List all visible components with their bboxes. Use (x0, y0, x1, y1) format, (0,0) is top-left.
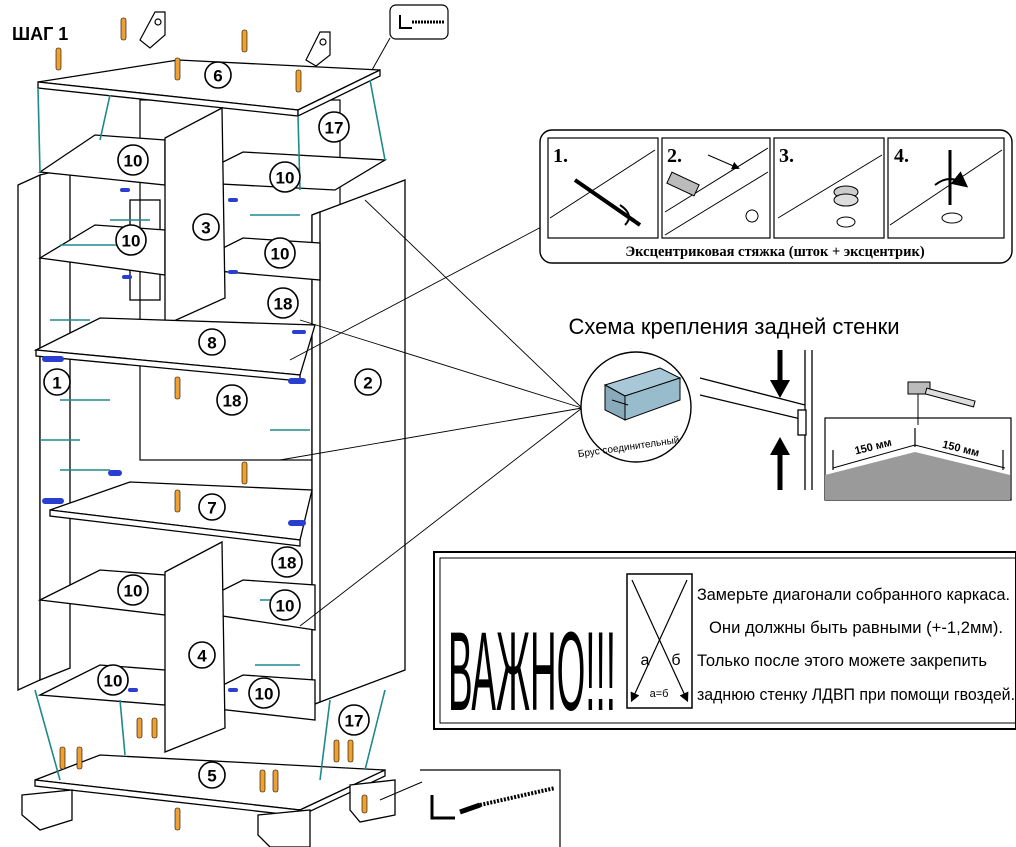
part-8-label: 8 (198, 328, 226, 356)
svg-text:10: 10 (104, 672, 123, 691)
part-10-label: 10 (264, 237, 296, 269)
guide-lines (34, 79, 386, 781)
left-side-panel-edge (17, 173, 41, 692)
diagonal-a-label: а (641, 652, 650, 669)
important-notice: ВАЖНО!!! а б а=б Замерьте диагонали собр… (433, 551, 1016, 734)
callout-lines (279, 199, 583, 627)
part-3-label: 3 (192, 213, 220, 241)
important-heading: ВАЖНО!!! (448, 609, 616, 734)
arrow-down-icon (770, 350, 790, 398)
svg-text:6: 6 (213, 67, 222, 86)
part-10-label: 10 (115, 224, 147, 256)
part-10-label: 10 (117, 574, 149, 606)
allen-key-top (371, 4, 449, 71)
svg-text:3.: 3. (779, 145, 794, 167)
part-17-top-label: 17 (318, 111, 350, 143)
step-title: ШАГ 1 (12, 24, 68, 44)
part-10-label: 10 (248, 677, 280, 709)
part-6-label: 6 (204, 61, 232, 89)
svg-text:7: 7 (207, 499, 216, 518)
eccentric-step-4: 4. (887, 137, 1005, 239)
back-panel-title: Схема крепления задней стенки (569, 314, 900, 339)
part-2-label: 2 (354, 368, 382, 396)
eccentric-step-2: 2. (661, 137, 771, 239)
nail-spacing-scheme: 150 мм 150 мм (824, 417, 1012, 501)
svg-text:5: 5 (207, 767, 216, 786)
wall-section (699, 350, 813, 490)
svg-text:10: 10 (276, 169, 295, 188)
eccentric-step-1: 1. (547, 137, 659, 239)
diagonal-equal-label: а=б (650, 688, 669, 700)
corner-bracket-icons (139, 11, 331, 67)
important-line-1: Замерьте диагонали собранного каркаса. (697, 585, 1010, 604)
svg-text:2.: 2. (667, 145, 682, 167)
part-10-label: 10 (269, 589, 301, 621)
part-17-bottom-label: 17 (338, 704, 370, 736)
part-10-label: 10 (97, 664, 129, 696)
diagonal-b-label: б (671, 652, 680, 669)
part-5-label: 5 (198, 761, 226, 789)
eccentric-step-3: 3. (773, 137, 885, 239)
arrow-up-icon (770, 437, 790, 490)
svg-text:3: 3 (201, 219, 210, 238)
part-18-label: 18 (267, 287, 299, 319)
part-labels: 6 17 10 10 3 10 10 18 8 1 2 18 7 18 10 1… (43, 61, 382, 789)
svg-text:10: 10 (276, 597, 295, 616)
svg-text:1: 1 (52, 374, 61, 393)
eccentric-instructions: 1. 2. 3. 4. (539, 129, 1013, 264)
svg-text:18: 18 (223, 392, 242, 411)
eccentric-fittings (42, 188, 306, 692)
important-line-4: заднюю стенку ЛДВП при помощи гвоздей. (697, 685, 1015, 704)
hammer-icon (907, 381, 976, 425)
part-4-label: 4 (188, 641, 216, 669)
part-18-label: 18 (271, 546, 303, 578)
svg-text:4: 4 (197, 647, 207, 666)
connector-profile (603, 367, 682, 421)
right-side-panel-edge (311, 211, 321, 706)
svg-text:2: 2 (363, 374, 372, 393)
foot-left (21, 789, 73, 831)
part-10-label: 10 (269, 161, 301, 193)
svg-text:10: 10 (271, 245, 290, 264)
eccentric-caption: Эксцентриковая стяжка (шток + эксцентрик… (625, 244, 924, 260)
svg-text:17: 17 (345, 712, 364, 731)
part-7-label: 7 (198, 493, 226, 521)
foot-middle (257, 809, 311, 847)
upper-divider (164, 106, 226, 327)
right-side-panel (311, 179, 406, 706)
svg-text:1.: 1. (553, 145, 568, 167)
svg-text:17: 17 (325, 119, 344, 138)
allen-key-bottom (379, 769, 561, 847)
svg-text:18: 18 (278, 554, 297, 573)
svg-text:4.: 4. (894, 145, 909, 167)
part-18-label: 18 (216, 384, 248, 416)
screws (55, 17, 368, 831)
part-10-label: 10 (117, 144, 149, 176)
svg-text:10: 10 (255, 685, 274, 704)
important-line-2: Они должны быть равными (+-1,2мм). (709, 618, 1003, 637)
diagonal-check-icon: а б а=б (626, 573, 693, 709)
important-line-3: Только после этого можете закрепить (697, 651, 987, 670)
back-panel-scheme: Схема крепления задней стенки Брус соеди… (569, 314, 1012, 501)
foot-right (349, 779, 396, 823)
svg-text:10: 10 (124, 582, 143, 601)
svg-text:8: 8 (207, 334, 216, 353)
part-1-label: 1 (43, 368, 71, 396)
svg-text:18: 18 (274, 295, 293, 314)
svg-text:10: 10 (122, 232, 141, 251)
svg-text:10: 10 (124, 152, 143, 171)
